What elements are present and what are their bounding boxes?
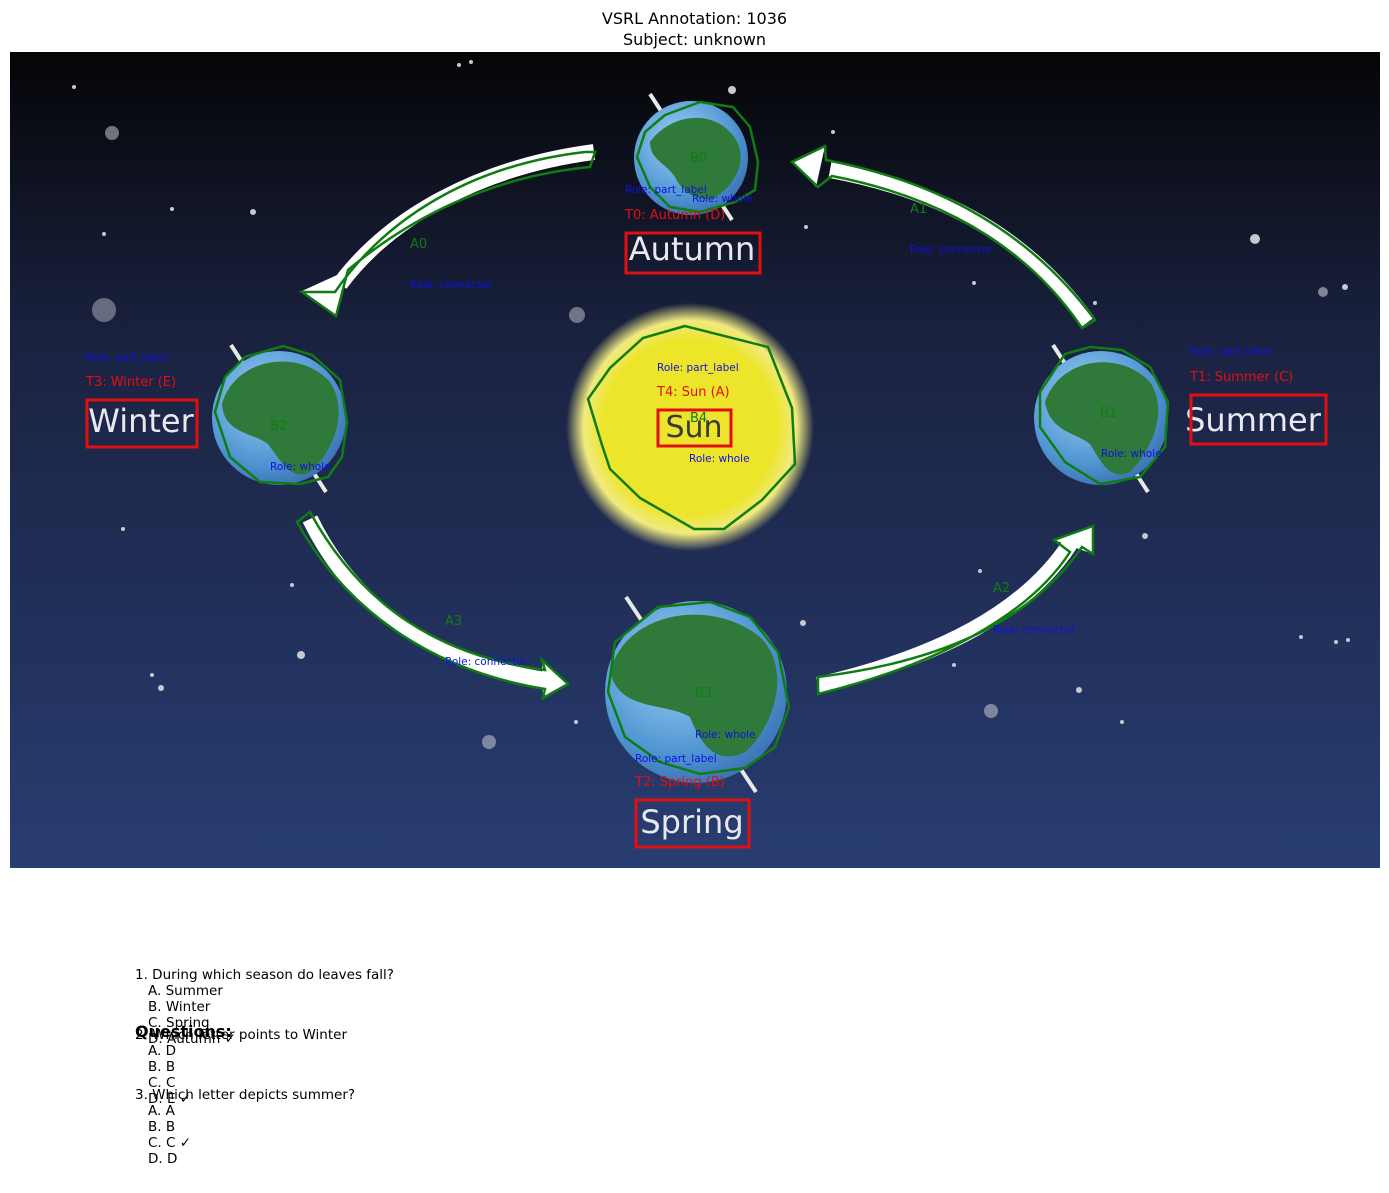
q2-option-d: D. E ✓ — [148, 1091, 192, 1107]
arrow-outlines — [295, 144, 1097, 701]
figure-title: VSRL Annotation: 1036 — [601, 9, 788, 28]
blob-outlines — [213, 100, 1170, 776]
stars — [72, 60, 1350, 749]
role-b0: Role: whole — [692, 193, 753, 205]
q3-option-c: C. C ✓ — [148, 1135, 192, 1151]
q1-option-a: A. Summer — [148, 983, 223, 999]
b2-id: B2 — [270, 419, 287, 434]
b4-id: B4 — [690, 411, 707, 426]
t2-annotation: T2: Spring (B) — [634, 775, 725, 790]
role-a1: Role: connector — [910, 244, 993, 256]
arrow-summer-to-autumn — [792, 146, 1095, 327]
q1-option-d: D. Autumn ✓ — [148, 1031, 236, 1047]
role-b2: Role: whole — [270, 461, 331, 473]
sun-label: Sun — [665, 410, 722, 445]
earth-autumn — [634, 92, 748, 222]
t3-annotation: T3: Winter (E) — [85, 375, 176, 390]
role-t2: Role: part_label — [635, 753, 717, 765]
question-3: 3. Which letter depicts summer? — [135, 1087, 356, 1103]
q3-option-b: B. B — [148, 1119, 176, 1135]
earth-summer — [1034, 343, 1168, 494]
question-1: 1. During which season do leaves fall? — [135, 967, 394, 983]
arrow-winter-to-spring — [302, 515, 568, 698]
a3-id: A3 — [445, 614, 462, 629]
role-b4: Role: whole — [689, 453, 750, 465]
role-t0: Role: part_label — [625, 184, 707, 196]
role-b3: Role: whole — [695, 729, 756, 741]
a1-id: A1 — [910, 202, 927, 217]
earth-winter — [212, 343, 346, 494]
t4-annotation: T4: Sun (A) — [656, 385, 730, 400]
summer-label: Summer — [1185, 401, 1322, 439]
question-2: 2. Which letter points to Winter — [135, 1027, 347, 1043]
b0-id: B0 — [690, 151, 707, 166]
q2-option-c: C. C — [148, 1075, 176, 1091]
t0-annotation: T0: Autumn (D) — [624, 208, 725, 223]
role-t1: Role: part_label — [1190, 346, 1272, 358]
text-boxes — [85, 231, 1328, 849]
b3-id: B3 — [695, 686, 712, 701]
q3-option-a: A. A — [148, 1103, 175, 1119]
b1-id: B1 — [1100, 406, 1117, 421]
autumn-label: Autumn — [629, 230, 755, 268]
q3-option-d: D. D — [148, 1151, 178, 1167]
spring-label: Spring — [640, 803, 743, 841]
questions-heading: Questions: — [135, 1022, 232, 1041]
earth-spring — [605, 595, 787, 794]
t1-annotation: T1: Summer (C) — [1189, 370, 1293, 385]
q1-option-b: B. Winter — [148, 999, 211, 1015]
figure-subtitle: Subject: unknown — [623, 30, 766, 49]
a2-id: A2 — [993, 581, 1010, 596]
q2-option-a: A. D — [148, 1043, 176, 1059]
q1-option-c: C. Spring — [148, 1015, 210, 1031]
role-a2: Role: connector — [993, 624, 1076, 636]
a0-id: A0 — [410, 237, 427, 252]
role-a0: Role: connector — [410, 279, 493, 291]
role-t4: Role: part_label — [657, 362, 739, 374]
q2-option-b: B. B — [148, 1059, 176, 1075]
role-a3: Role: connector — [445, 656, 528, 668]
role-t3: Role: part_label — [86, 352, 168, 364]
role-b1: Role: whole — [1101, 448, 1162, 460]
winter-label: Winter — [88, 402, 194, 440]
sun — [566, 303, 814, 551]
seasons-diagram: Autumn Summer Winter Spring Sun T0: Autu… — [10, 52, 1380, 868]
